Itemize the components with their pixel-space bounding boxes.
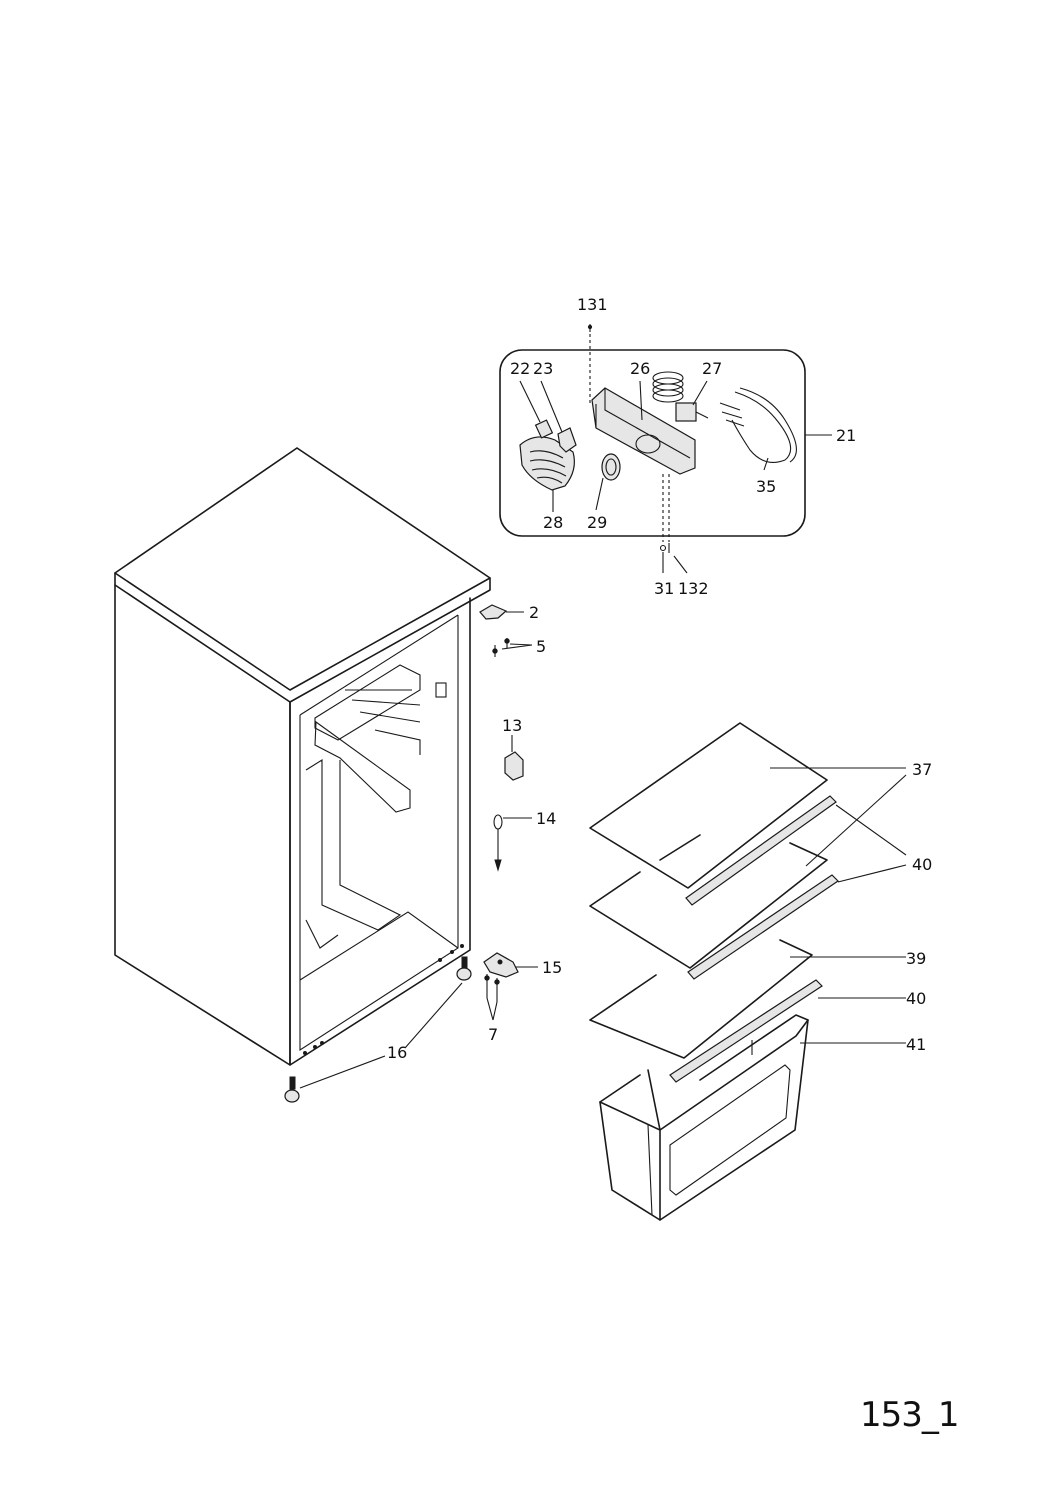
part-22-lamp-socket [519,380,554,439]
part-7-screws [484,974,500,1021]
label-37: 37 [912,760,932,779]
label-23: 23 [533,359,553,378]
part-31-132-screws [659,474,688,574]
leader-40-a2 [837,864,907,883]
assembly-callout-box [499,349,806,537]
part-40-shelf-trim-middle [687,874,839,980]
part-5-screws [492,638,533,657]
part-2-top-hinge [479,604,524,620]
label-39: 39 [906,949,926,968]
label-131: 131 [577,295,608,314]
part-13-door-switch [504,735,524,781]
label-15: 15 [542,958,562,977]
label-40-lower: 40 [906,989,926,1008]
part-40-shelf-trim-lower [669,979,906,1083]
label-21: 21 [836,426,856,445]
part-27-thermostat [675,380,709,422]
part-39-glass-shelf-lower [589,939,906,1059]
part-41-crisper-drawer [599,1014,906,1221]
label-41: 41 [906,1035,926,1054]
part-26-thermostat-housing [591,380,696,475]
leader-37-b [805,774,907,867]
part-29-thermostat-knob [595,453,621,511]
part-15-bottom-hinge [483,952,538,978]
label-31: 31 [654,579,674,598]
part-37-glass-shelf-top [589,722,906,889]
thermostat-capillary-coil [652,371,684,403]
label-14: 14 [536,809,556,828]
label-28: 28 [543,513,563,532]
part-14-pin [493,814,532,872]
label-13: 13 [502,716,522,735]
callout-labels: 131 22 23 26 27 21 35 28 29 31 132 2 5 1… [387,295,932,1062]
label-40-upper: 40 [912,855,932,874]
label-5: 5 [536,637,546,656]
label-2: 2 [529,603,539,622]
label-26: 26 [630,359,650,378]
label-16: 16 [387,1043,407,1062]
part-35-wiring-harness [719,387,797,471]
label-7: 7 [488,1025,498,1044]
part-37-glass-shelf-middle [589,834,828,969]
label-22: 22 [510,359,530,378]
label-27: 27 [702,359,722,378]
label-132: 132 [678,579,709,598]
part-131-screw [587,324,593,404]
leader-40-a [835,804,907,856]
thermostat-assembly-group [499,324,832,574]
part-40-shelf-trim-upper [685,795,837,906]
refrigerator-cabinet [114,447,491,1066]
part-23-lamp-holder [540,380,577,453]
page-identifier: 153_1 [860,1395,960,1435]
part-16-adjustable-feet [284,956,472,1103]
part-28-lamp-cover [519,436,575,512]
label-35: 35 [756,477,776,496]
label-29: 29 [587,513,607,532]
